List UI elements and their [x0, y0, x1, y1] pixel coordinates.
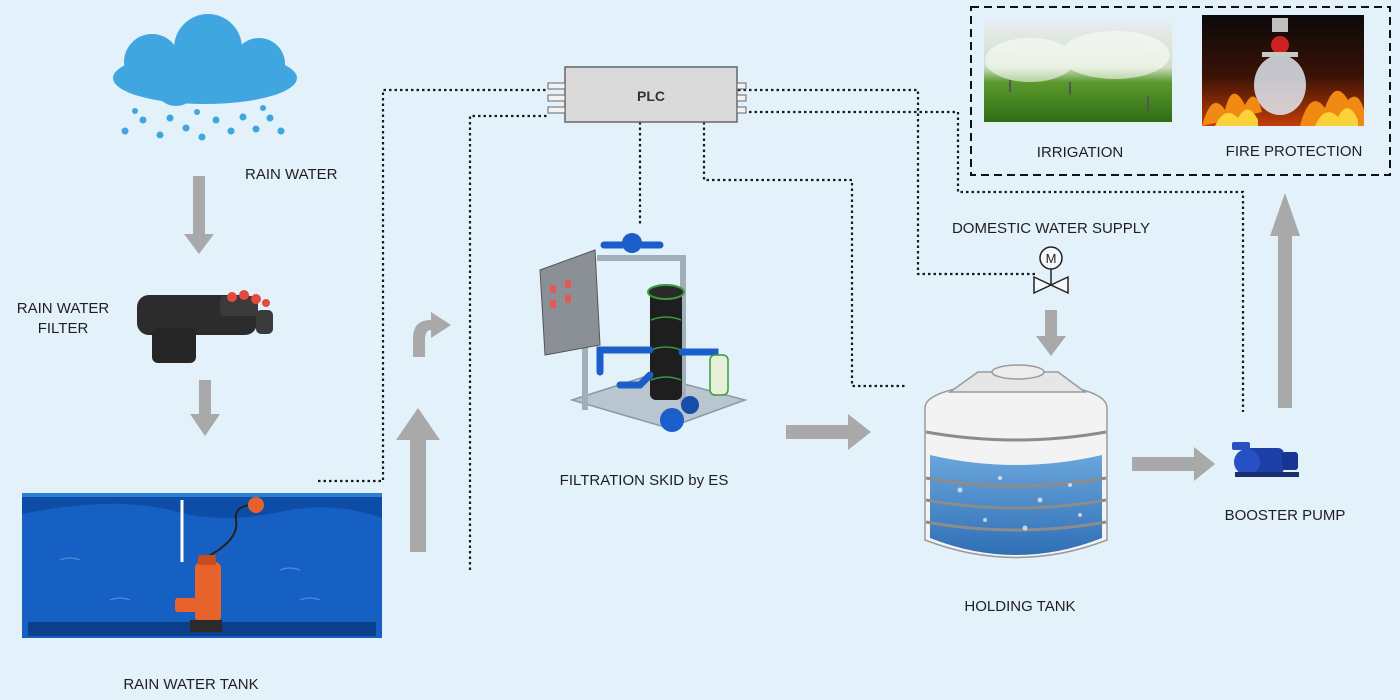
booster-pump-icon — [1232, 442, 1299, 477]
rain-water-filter-label-line1: RAIN WATER — [16, 300, 110, 317]
holding-tank-label: HOLDING TANK — [964, 598, 1076, 615]
control-line-filter-inlet — [468, 114, 548, 570]
flow-arrow-cloud-to-filter — [184, 176, 214, 254]
rain-filter-icon — [137, 290, 273, 363]
rain-water-tank-label: RAIN WATER TANK — [123, 676, 259, 693]
motorized-valve-icon: M — [1033, 246, 1069, 295]
plc-box: PLC — [547, 66, 747, 123]
flow-arrow-tank-up — [396, 408, 440, 552]
flow-arrow-skid-to-tank — [786, 414, 871, 450]
holding-tank-icon — [924, 364, 1108, 559]
flow-arrow-filter-to-tank — [190, 380, 220, 436]
flow-arrow-curve — [413, 312, 451, 357]
domestic-water-supply-label: DOMESTIC WATER SUPPLY — [951, 220, 1151, 237]
flow-arrows — [184, 176, 1300, 552]
rain-cloud-icon — [113, 14, 297, 141]
control-lines — [318, 88, 1245, 570]
plc-label: PLC — [637, 88, 665, 104]
flow-arrow-tank-to-pump — [1132, 447, 1215, 481]
booster-pump-label: BOOSTER PUMP — [1224, 507, 1346, 524]
fire-sprinkler-icon — [1202, 15, 1364, 126]
sprinkler-icon — [984, 22, 1172, 122]
irrigation-label: IRRIGATION — [1036, 144, 1124, 161]
rain-water-label: RAIN WATER — [245, 166, 338, 183]
filtration-skid-icon — [539, 233, 748, 432]
control-line-holding-tank — [702, 122, 905, 388]
filtration-skid-label: FILTRATION SKID by ES — [559, 472, 729, 489]
fire-protection-label: FIRE PROTECTION — [1225, 143, 1363, 160]
control-line-booster — [738, 110, 1245, 412]
rain-water-filter-label-line2: FILTER — [37, 320, 89, 337]
flow-arrow-pump-up — [1270, 193, 1300, 408]
motor-symbol-label: M — [1046, 251, 1057, 266]
application-box — [970, 6, 1391, 176]
control-line-domestic-valve — [738, 88, 1036, 276]
submersible-pump-icon — [175, 497, 264, 632]
flow-arrow-domestic-down — [1036, 310, 1066, 356]
control-line-rain-tank — [318, 88, 548, 483]
